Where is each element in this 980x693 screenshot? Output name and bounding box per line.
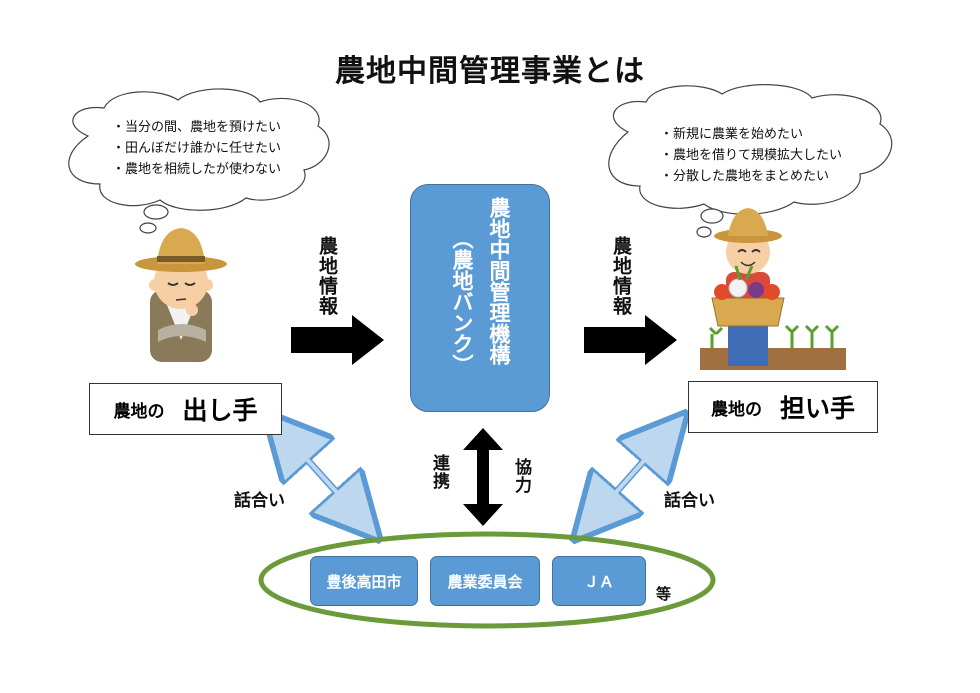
right-thought-line: ・新規に農業を始めたい [660,127,804,142]
center-organization-name: 農地中間管理機構 [487,197,511,365]
center-organization-nickname: （農地バンク） [450,228,474,375]
right-thought-line: ・農地を借りて規模拡大したい [660,148,843,163]
arrow-owner-to-bank [291,315,384,365]
page-title: 農地中間管理事業とは [335,54,645,89]
owner-label-main: 出し手 [182,396,258,425]
right-thought-line: ・分散した農地をまとめたい [660,169,830,184]
bearer-label-main: 担い手 [779,394,855,423]
arrow-bank-to-bearer [584,315,677,365]
right-thought-text: ・新規に農業を始めたい ・農地を借りて規模拡大したい ・分散した農地をまとめたい [660,124,842,187]
left-thought-line: ・当分の間、農地を預けたい [112,120,282,135]
thought-cloud-left [68,88,330,234]
partners-etc-label: 等 [656,585,672,603]
arrow-label-left: 農地情報 [316,236,338,316]
left-thought-text: ・当分の間、農地を預けたい ・田んぼだけ誰かに任せたい ・農地を相続したが使わな… [112,117,281,180]
farmer-owner-illustration [135,228,227,362]
bearer-label-box: 農地の 担い手 [688,381,878,433]
thought-cloud-right [608,84,893,238]
farmer-bearer-illustration [700,208,846,370]
partner-chip-agri-committee: 農業委員会 [430,556,540,606]
partners-ellipse [258,531,716,629]
talk-label-left: 話合い [234,491,285,511]
talk-label-right: 話合い [664,491,715,511]
center-organization-box [410,184,550,412]
left-thought-line: ・田んぼだけ誰かに任せたい [112,141,282,156]
arrow-label-right: 農地情報 [610,236,632,316]
partner-chip-city: 豊後高田市 [310,556,418,606]
left-thought-line: ・農地を相続したが使わない [112,162,282,177]
bearer-label-prefix: 農地の [710,399,762,420]
owner-label-prefix: 農地の [113,401,165,422]
link-label-collaboration: 協力 [511,458,531,494]
link-label-cooperation: 連携 [429,454,449,490]
owner-label-box: 農地の 出し手 [89,383,282,435]
partner-chip-ja: ＪＡ [552,556,646,606]
arrow-bank-partners-double [463,428,503,526]
